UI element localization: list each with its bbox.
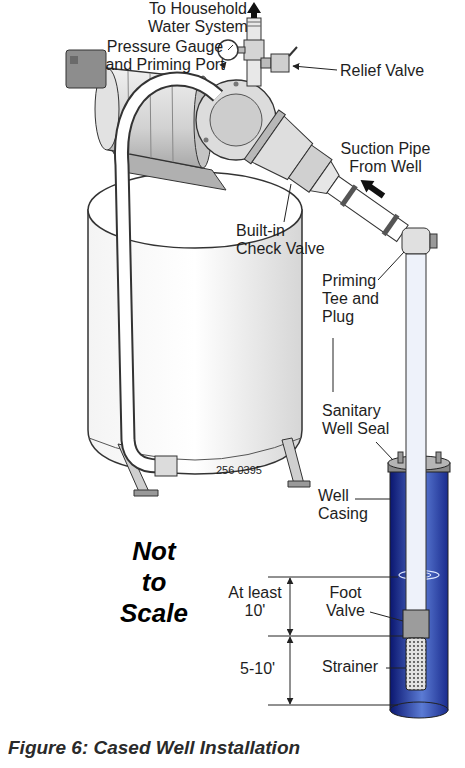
callout-label: To Household Water System <box>139 0 257 36</box>
dimension-line <box>290 637 291 704</box>
dimension-extension <box>268 636 403 637</box>
flow-arrow <box>357 174 388 202</box>
seal-bolt <box>436 452 441 463</box>
callout-label: Well Casing <box>318 487 383 523</box>
relief-lever <box>289 47 297 56</box>
seal-bolt <box>398 452 403 463</box>
callout-label: Foot Valve <box>318 584 373 620</box>
motor-rib <box>172 75 173 162</box>
dimension-line <box>290 578 291 635</box>
dimension-extension <box>268 705 398 706</box>
figure-caption: Figure 6: Cased Well Installation <box>8 737 300 759</box>
leader-line <box>378 252 404 280</box>
leader-line <box>386 668 406 669</box>
relief-nipple <box>261 58 271 68</box>
electrical-box <box>66 50 106 88</box>
strainer-holes <box>406 638 426 690</box>
callout-label: Sanitary Well Seal <box>322 402 402 438</box>
pipe-thread <box>247 26 261 27</box>
priming-tee <box>402 228 430 254</box>
drop-pipe <box>406 254 426 612</box>
priming-plug <box>430 234 437 248</box>
tank-leg <box>282 438 304 484</box>
casing-bottom <box>390 702 448 718</box>
bolt <box>234 82 239 87</box>
callout-label: Suction Pipe From Well <box>333 140 438 176</box>
bolt <box>204 138 209 143</box>
suction-arrow <box>357 174 388 202</box>
tank-hose <box>121 79 218 466</box>
callout-label: Built-in Check Valve <box>236 222 331 258</box>
scale-note: Not to Scale <box>118 536 190 629</box>
tank-foot <box>134 490 158 496</box>
callout-label: Priming Tee and Plug <box>322 272 392 326</box>
leader-line <box>355 499 391 500</box>
tank-fitting <box>155 456 177 476</box>
dimension-label: 5-10' <box>240 660 275 678</box>
dimension-extension <box>268 577 398 578</box>
tank-foot <box>288 481 310 487</box>
leader-line <box>333 338 334 392</box>
flow-arrow <box>247 2 261 18</box>
leader-line <box>293 66 337 70</box>
foot-valve <box>403 610 429 638</box>
pipe-clamp <box>340 184 358 207</box>
callout-label: Pressure Gauge and Priming Port <box>100 38 230 74</box>
pipe-clamp <box>382 214 400 237</box>
pipe-thread <box>247 22 261 23</box>
leader-line <box>376 442 393 460</box>
discharge-tee <box>244 40 264 60</box>
strainer <box>406 638 426 690</box>
dimension-label: At least 10' <box>224 584 286 620</box>
relief-valve <box>271 54 289 72</box>
leader-line <box>370 612 403 621</box>
leader-line <box>284 184 291 222</box>
callout-label: Strainer <box>322 658 378 676</box>
gauge-needle <box>228 45 233 50</box>
box-knockout <box>70 56 78 64</box>
callout-label: Relief Valve <box>340 62 424 80</box>
pump-cover <box>210 94 262 146</box>
tank-hose-outline <box>121 79 218 466</box>
drawing-number: 256 0395 <box>216 464 262 476</box>
